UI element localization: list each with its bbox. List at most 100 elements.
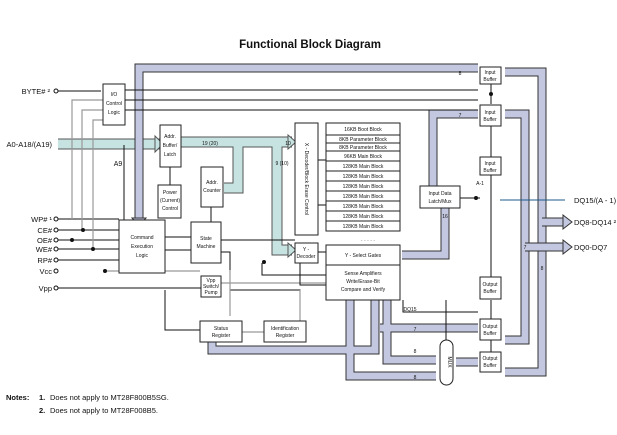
vpp-label: Vpp (39, 284, 52, 293)
svg-text:Buffer: Buffer (483, 289, 497, 295)
svg-text:Y - Select Gates: Y - Select Gates (345, 253, 382, 259)
svg-text:Input: Input (484, 161, 496, 167)
svg-text:10: 10 (285, 141, 291, 147)
memory-block-label: 128KB Main Block (343, 164, 384, 170)
svg-text:State: State (200, 236, 212, 242)
vcc-label: Vcc (39, 267, 52, 276)
we-label: WE# (36, 245, 53, 254)
svg-text:Counter: Counter (203, 188, 221, 194)
svg-text:Addr.: Addr. (206, 180, 218, 186)
svg-text:Buffer: Buffer (483, 363, 497, 369)
dq15-label: DQ15/(A - 1) ² (574, 196, 617, 205)
memory-block-label: 128KB Main Block (343, 224, 384, 230)
svg-text:I/O: I/O (111, 92, 118, 98)
svg-text:Identification: Identification (271, 326, 299, 332)
svg-text:Control: Control (106, 101, 122, 107)
svg-text:Buffer/: Buffer/ (163, 143, 178, 149)
svg-text:7: 7 (459, 113, 462, 119)
svg-text:Addr.: Addr. (164, 134, 176, 140)
wp-label: WP# ¹ (31, 215, 52, 224)
svg-text:DQ15: DQ15 (403, 307, 416, 313)
memory-block (325, 220, 401, 232)
dq8-dq14-label: DQ8-DQ14 ² (574, 218, 617, 227)
memory-block-label: 128KB Main Block (343, 204, 384, 210)
addr-counter: Addr. Counter (200, 166, 224, 208)
svg-text:Y -: Y - (303, 247, 310, 253)
control-wiring (58, 84, 565, 352)
svg-text:16: 16 (442, 214, 448, 220)
byte-label: BYTE# ² (22, 87, 51, 96)
memory-block-label: 128KB Main Block (343, 214, 384, 220)
svg-text:Power: Power (163, 190, 178, 196)
svg-text:8: 8 (414, 375, 417, 381)
svg-text:Latch: Latch (164, 152, 176, 158)
y-select-gates: Y - Select Gates · · · · · (325, 238, 401, 266)
svg-text:X - Decoder/Block Erase Contro: X - Decoder/Block Erase Control (303, 143, 309, 215)
svg-text:Pump: Pump (204, 290, 217, 296)
svg-text:Output: Output (482, 324, 498, 330)
svg-text:19 (20): 19 (20) (202, 141, 218, 147)
address-bus (58, 133, 297, 259)
input-signals: BYTE# ² A0-A18/(A19) WP# ¹ CE# OE# WE# R… (7, 87, 59, 293)
svg-text:Decoder: Decoder (297, 254, 316, 260)
svg-text:Command: Command (130, 235, 153, 241)
ce-label: CE# (37, 226, 52, 235)
y-decoder: Y -Decoder (294, 242, 319, 264)
svg-text:Output: Output (482, 282, 498, 288)
svg-text:8: 8 (414, 349, 417, 355)
svg-text:Machine: Machine (197, 244, 216, 250)
svg-text:Buffer: Buffer (483, 331, 497, 337)
svg-text:MUX: MUX (446, 356, 452, 368)
memory-block-label: 16KB Boot Block (344, 127, 382, 133)
svg-text:9 (10): 9 (10) (275, 161, 288, 167)
addr-buffer-latch: Addr. Buffer/Latch (159, 124, 182, 168)
svg-text:Latch/Mux: Latch/Mux (428, 199, 452, 205)
x-decoder: X - Decoder/Block Erase Control (294, 122, 319, 236)
memory-block-label: 96KB Main Block (344, 154, 383, 160)
svg-text:Execution: Execution (131, 244, 153, 250)
memory-array: 16KB Boot Block 8KB Parameter Block 8KB Pa… (325, 122, 401, 232)
memory-block-label: 128KB Main Block (343, 174, 384, 180)
svg-text:1.: 1. (39, 393, 45, 402)
svg-text:Sense Amplifiers: Sense Amplifiers (344, 271, 382, 277)
svg-text:7: 7 (524, 245, 527, 251)
output-signals: DQ15/(A - 1) ² DQ8-DQ14 ² DQ0-DQ7 (574, 196, 617, 252)
svg-text:Notes:: Notes: (6, 393, 29, 402)
svg-text:Logic: Logic (108, 110, 120, 116)
svg-text:A9: A9 (114, 161, 123, 168)
notes: Notes: 1. Does not apply to MT28F800B5SG… (6, 393, 169, 415)
memory-block-label: 8KB Parameter Block (339, 145, 387, 151)
address-label: A0-A18/(A19) (7, 140, 53, 149)
rp-label: RP# (37, 256, 52, 265)
dq0-dq7-label: DQ0-DQ7 (574, 243, 607, 252)
svg-text:Status: Status (214, 326, 229, 332)
svg-text:2.: 2. (39, 406, 45, 415)
svg-text:(Current): (Current) (160, 198, 180, 204)
svg-text:Output: Output (482, 356, 498, 362)
svg-text:Register: Register (212, 333, 231, 339)
mux: MUX (439, 339, 454, 386)
memory-block-label: 128KB Main Block (343, 194, 384, 200)
svg-text:Buffer: Buffer (483, 168, 497, 174)
svg-text:8: 8 (459, 71, 462, 77)
svg-text:Write/Erase-Bit: Write/Erase-Bit (346, 279, 380, 285)
svg-text:A-1: A-1 (476, 181, 484, 187)
svg-text:Input: Input (484, 110, 496, 116)
svg-text:7: 7 (414, 327, 417, 333)
svg-text:Register: Register (276, 333, 295, 339)
power-control: Power(Current)Control (157, 184, 182, 219)
memory-block-label: 8KB Parameter Block (339, 137, 387, 143)
